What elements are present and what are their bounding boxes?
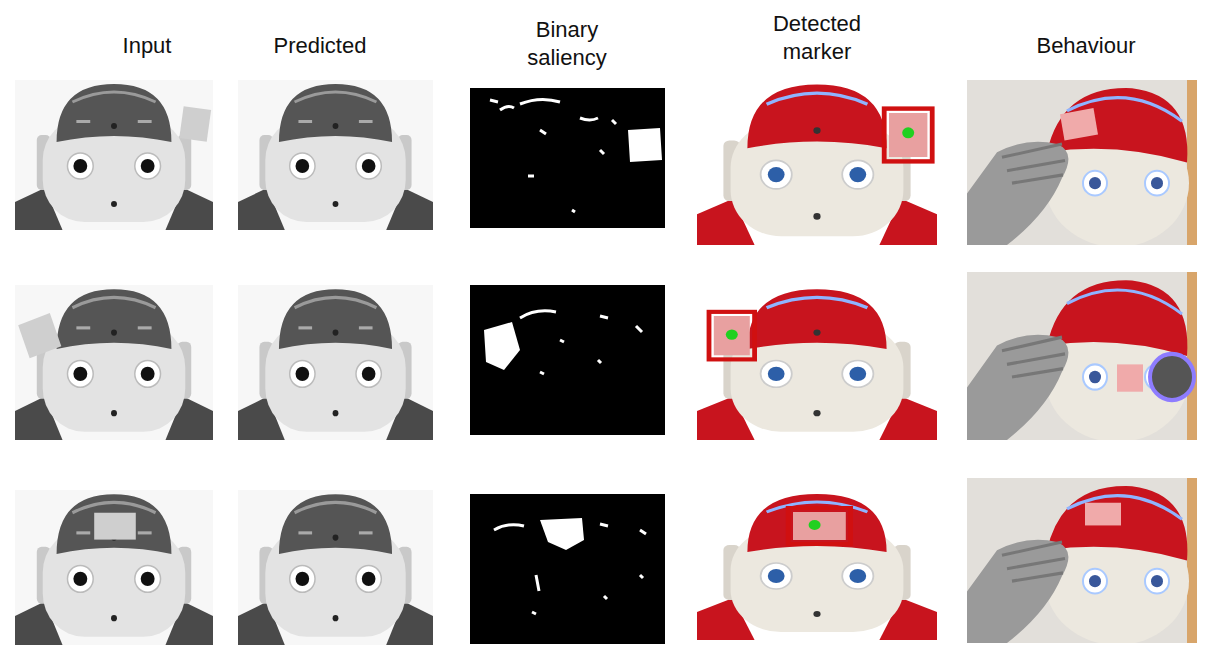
column-header: Input [47,32,247,60]
column-header: Behaviour [986,32,1186,60]
column-header: Detected marker [757,10,877,66]
column-header: Binary saliency [507,16,627,72]
column-header: Predicted [220,32,420,60]
